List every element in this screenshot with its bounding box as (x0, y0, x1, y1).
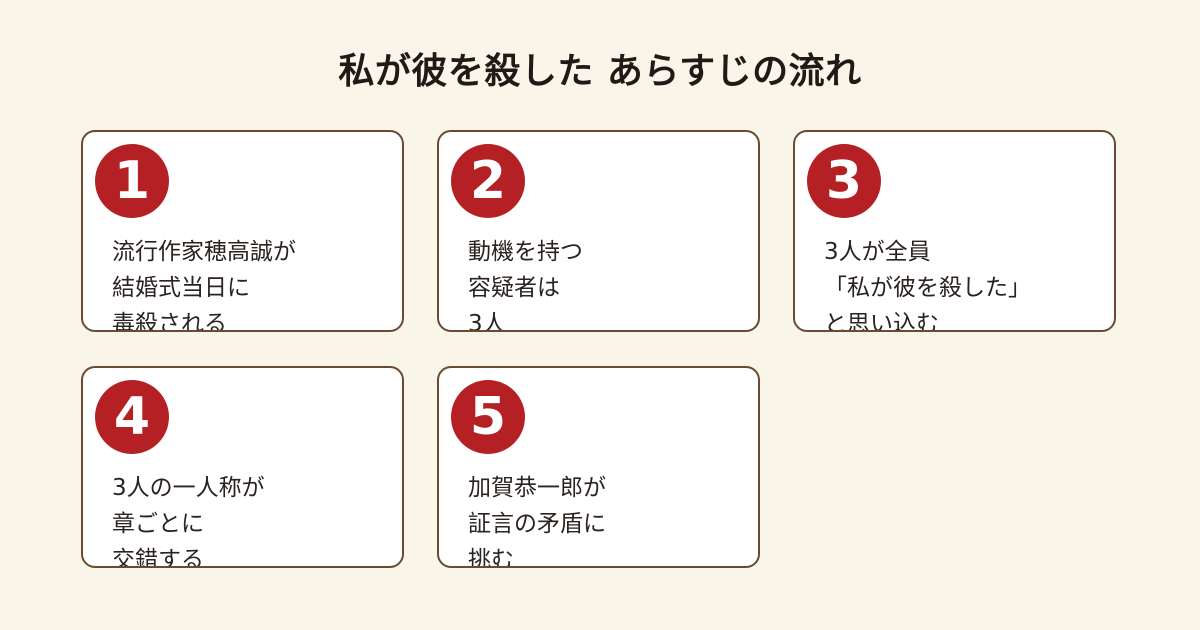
step-line: 3人が全員 (824, 239, 931, 265)
step-card-4: 4 3人の一人称が 章ごとに 交錯する (81, 366, 404, 568)
step-line: 交錯する (112, 547, 204, 568)
step-description: 3人が全員 「私が彼を殺した」 と思い込む (824, 234, 1104, 332)
step-number-badge: 1 (95, 144, 169, 218)
step-number-badge: 4 (95, 380, 169, 454)
step-line: と思い込む (824, 311, 939, 332)
step-line: 証言の矛盾に (468, 511, 606, 537)
step-line: 3人の一人称が (112, 475, 265, 501)
step-description: 流行作家穂高誠が 結婚式当日に 毒殺される (112, 234, 392, 332)
step-line: 流行作家穂高誠が (112, 239, 296, 265)
step-description: 動機を持つ 容疑者は 3人 (468, 234, 748, 332)
step-number-badge: 5 (451, 380, 525, 454)
step-line: 容疑者は (468, 275, 560, 301)
step-line: 加賀恭一郎が (468, 475, 606, 501)
step-line: 章ごとに (112, 511, 204, 537)
step-line: 結婚式当日に (112, 275, 250, 301)
step-card-3: 3 3人が全員 「私が彼を殺した」 と思い込む (793, 130, 1116, 332)
step-card-1: 1 流行作家穂高誠が 結婚式当日に 毒殺される (81, 130, 404, 332)
step-line: 動機を持つ (468, 239, 583, 265)
step-description: 3人の一人称が 章ごとに 交錯する (112, 470, 392, 568)
step-card-2: 2 動機を持つ 容疑者は 3人 (437, 130, 760, 332)
page-title: 私が彼を殺した あらすじの流れ (338, 51, 862, 92)
step-card-5: 5 加賀恭一郎が 証言の矛盾に 挑む (437, 366, 760, 568)
step-line: 挑む (468, 547, 514, 568)
step-line: 3人 (468, 311, 506, 332)
step-number-badge: 2 (451, 144, 525, 218)
step-description: 加賀恭一郎が 証言の矛盾に 挑む (468, 470, 748, 568)
step-line: 「私が彼を殺した」 (824, 275, 1031, 301)
step-number-badge: 3 (807, 144, 881, 218)
step-line: 毒殺される (112, 311, 227, 332)
